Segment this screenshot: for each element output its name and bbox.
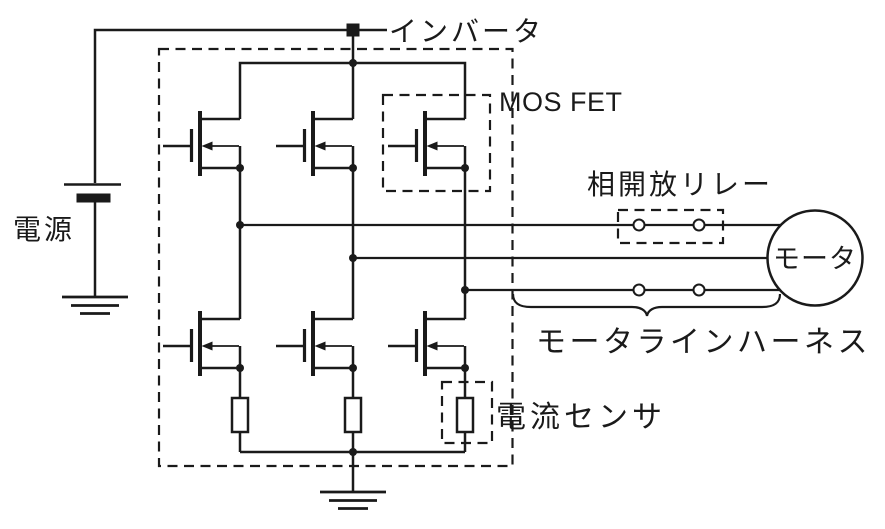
mosfet-high-1	[161, 109, 246, 178]
inverter-label: インバータ	[389, 16, 544, 47]
wiring	[93, 28, 467, 492]
junction-dot	[461, 286, 469, 294]
motor-circle	[766, 209, 864, 307]
junction-dot	[349, 254, 357, 262]
mosfet-dashed-box	[381, 93, 492, 193]
power-supply-label: 電源	[13, 214, 75, 245]
supply-node-square	[346, 23, 360, 37]
mosfet-high-3	[386, 109, 471, 178]
mosfet-low-2	[274, 309, 359, 378]
relay-dashed-box	[616, 208, 725, 245]
ground-symbol-inverter	[318, 490, 388, 510]
ground-symbol-battery	[60, 295, 130, 315]
phase-relay-label: 相開放リレー	[587, 169, 773, 200]
current-sensor-1	[230, 396, 250, 434]
motor-label: モータ	[773, 244, 857, 274]
battery-symbol	[64, 183, 121, 203]
junction-dot	[349, 448, 357, 456]
inverter-dashed-box	[157, 47, 514, 468]
mosfet-high-2	[274, 109, 359, 178]
battery-plate-negative	[76, 193, 111, 203]
harness-brace	[511, 293, 782, 317]
junction-dot	[236, 221, 244, 229]
current-sensor-label: 電流センサ	[496, 401, 666, 434]
mosfet-label: MOS FET	[499, 87, 623, 117]
mosfet-low-3	[386, 309, 471, 378]
current-sensor-2	[343, 396, 363, 434]
junction-dot	[349, 59, 357, 67]
junction-dots	[236, 59, 469, 456]
current-sensor-dashed-box	[440, 380, 494, 445]
motor-line-harness-label: モータラインハーネス	[536, 326, 871, 359]
mosfet-low-1	[161, 309, 246, 378]
current-sensor-3	[455, 396, 475, 434]
phase-lines	[240, 223, 790, 292]
top-rail-wire	[93, 28, 347, 183]
